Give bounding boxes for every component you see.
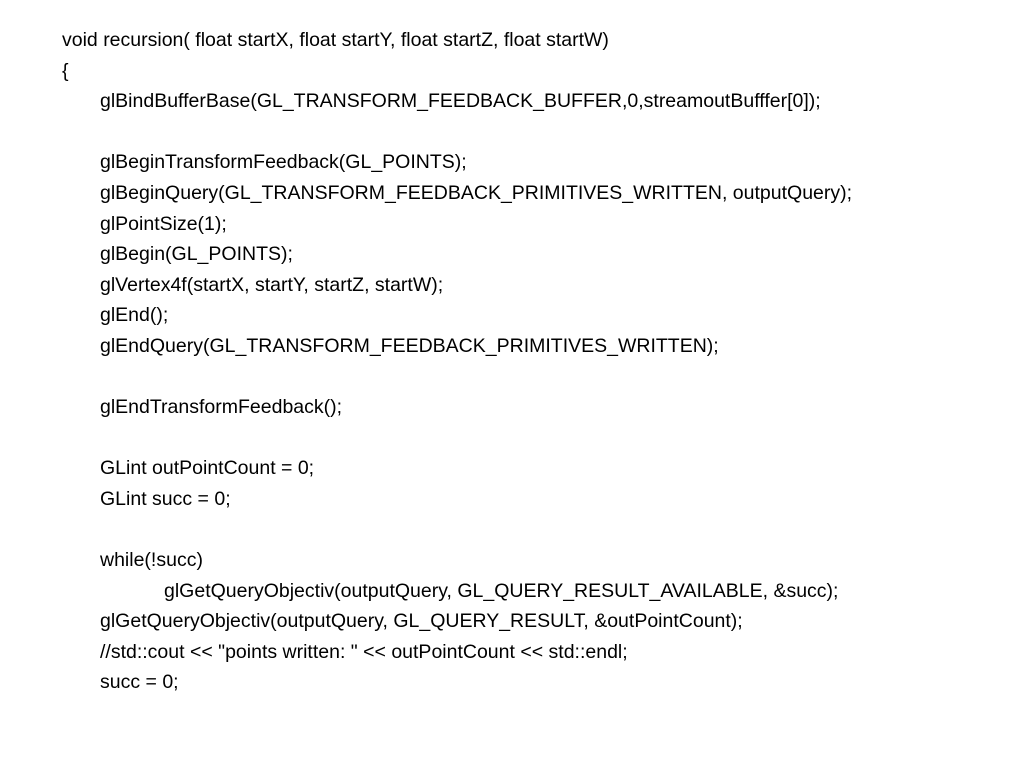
code-line-while-loop: while(!succ) — [100, 549, 203, 572]
code-line-bind-buffer-base: glBindBufferBase(GL_TRANSFORM_FEEDBACK_B… — [100, 90, 821, 113]
code-line-query-result: glGetQueryObjectiv(outputQuery, GL_QUERY… — [100, 610, 743, 633]
code-line-begin-query: glBeginQuery(GL_TRANSFORM_FEEDBACK_PRIMI… — [100, 181, 853, 204]
code-line-blank — [62, 117, 1012, 148]
code-line-open-brace: { — [62, 59, 69, 82]
code-line-begin-points: glBegin(GL_POINTS); — [100, 243, 293, 266]
code-line-begin-transform-feedback: glBeginTransformFeedback(GL_POINTS); — [100, 151, 467, 174]
code-line-blank — [62, 423, 1012, 454]
code-line-function-signature: void recursion( float startX, float star… — [62, 29, 609, 51]
code-line-cout-comment: //std::cout << "points written: " << out… — [100, 640, 628, 663]
code-line-end: glEnd(); — [100, 304, 169, 327]
code-line-end-query: glEndQuery(GL_TRANSFORM_FEEDBACK_PRIMITI… — [100, 334, 719, 357]
code-line-succ-reset: succ = 0; — [100, 671, 179, 694]
code-line-blank — [62, 515, 1012, 546]
code-line-end-transform-feedback: glEndTransformFeedback(); — [100, 396, 343, 419]
code-line-blank — [62, 362, 1012, 393]
code-line-point-size: glPointSize(1); — [100, 212, 227, 235]
code-line-succ-decl: GLint succ = 0; — [100, 487, 231, 510]
code-line-query-result-available: glGetQueryObjectiv(outputQuery, GL_QUERY… — [164, 579, 839, 602]
code-line-vertex4f: glVertex4f(startX, startY, startZ, start… — [100, 273, 444, 296]
code-block: void recursion( float startX, float star… — [62, 25, 1012, 698]
code-line-out-point-count-decl: GLint outPointCount = 0; — [100, 457, 315, 480]
